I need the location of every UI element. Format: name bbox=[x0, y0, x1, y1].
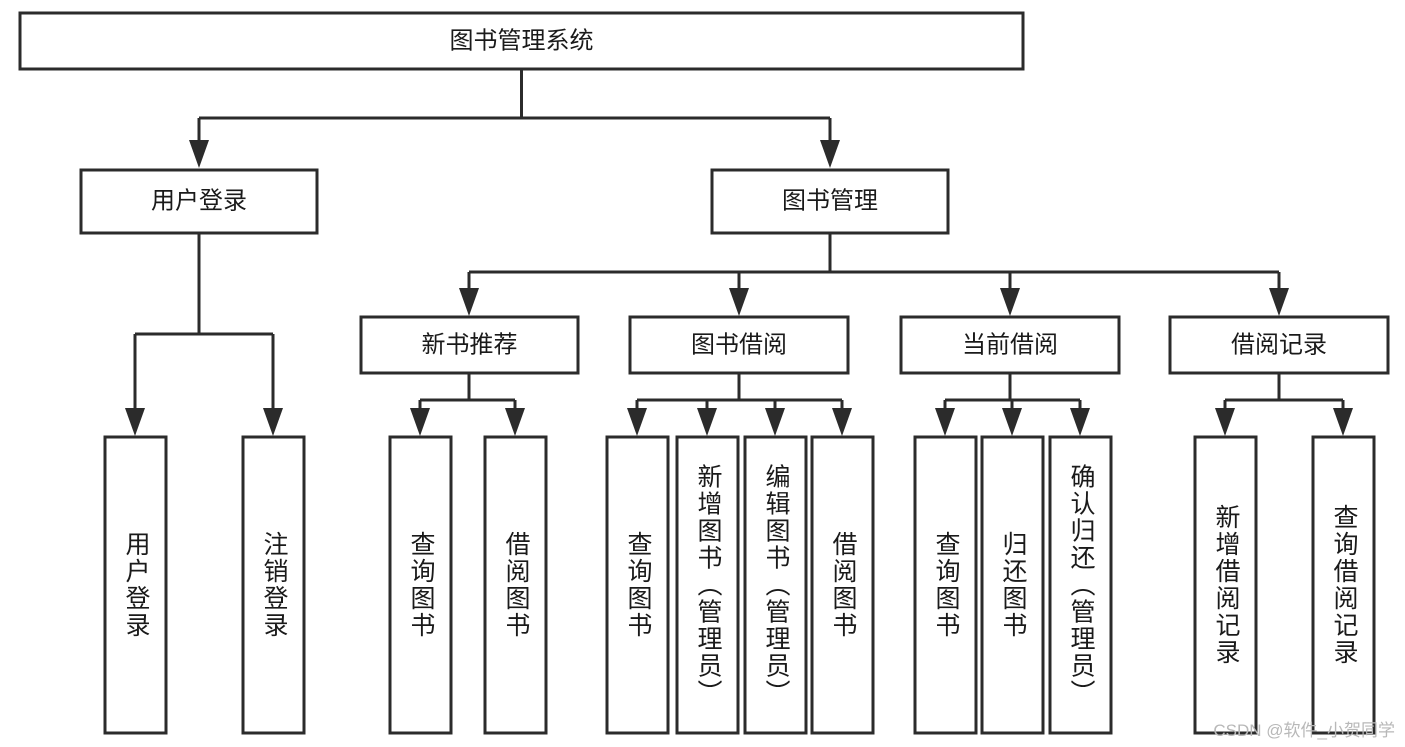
node-current-borrow-box[interactable] bbox=[899, 315, 1121, 375]
node-leaf-query-book-current[interactable]: 查询图书 bbox=[913, 435, 978, 735]
arrow-head-leaf-borrow-book-rec bbox=[505, 408, 525, 436]
node-leaf-confirm-return-admin-label: 确认归还（管理员） bbox=[1067, 464, 1096, 707]
connector-group-book-borrow bbox=[627, 373, 852, 436]
node-borrow-record-label: 借阅记录 bbox=[1231, 331, 1327, 358]
node-borrow-record-box[interactable] bbox=[1168, 315, 1390, 375]
arrow-head-leaf-edit-book-admin bbox=[765, 408, 785, 436]
arrow-head-leaf-query-book-current bbox=[935, 408, 955, 436]
node-leaf-query-book-borrow-box[interactable] bbox=[605, 435, 670, 735]
node-new-book-recommend-label: 新书推荐 bbox=[422, 331, 518, 358]
node-root-label: 图书管理系统 bbox=[450, 27, 594, 54]
node-leaf-borrow-book-rec[interactable]: 借阅图书 bbox=[483, 435, 548, 735]
node-leaf-add-book-admin[interactable]: 新增图书（管理员） bbox=[675, 435, 740, 735]
node-book-management-label: 图书管理 bbox=[782, 187, 878, 214]
node-leaf-logout-login-label: 注销登录 bbox=[260, 531, 289, 639]
node-leaf-return-book[interactable]: 归还图书 bbox=[980, 435, 1045, 735]
node-leaf-borrow-book-rec-label: 借阅图书 bbox=[502, 531, 531, 639]
node-leaf-confirm-return-admin-box[interactable] bbox=[1048, 435, 1113, 735]
arrow-head-book-management bbox=[820, 140, 840, 168]
node-leaf-query-book-rec[interactable]: 查询图书 bbox=[388, 435, 453, 735]
node-root[interactable]: 图书管理系统 bbox=[18, 11, 1025, 71]
node-leaf-logout-login[interactable]: 注销登录 bbox=[241, 435, 306, 735]
node-user-login-box[interactable] bbox=[79, 168, 319, 235]
connector-group-user-login bbox=[125, 233, 283, 436]
node-user-login[interactable]: 用户登录 bbox=[79, 168, 319, 235]
arrow-head-book-borrow bbox=[729, 288, 749, 316]
connector-group-root bbox=[189, 69, 840, 168]
node-leaf-edit-book-admin[interactable]: 编辑图书（管理员） bbox=[743, 435, 808, 735]
node-leaf-add-borrow-record[interactable]: 新增借阅记录 bbox=[1193, 435, 1258, 735]
node-leaf-query-book-borrow-label: 查询图书 bbox=[624, 531, 653, 639]
node-new-book-recommend-box[interactable] bbox=[359, 315, 580, 375]
node-new-book-recommend[interactable]: 新书推荐 bbox=[359, 315, 580, 375]
node-leaf-query-book-rec-box[interactable] bbox=[388, 435, 453, 735]
node-current-borrow[interactable]: 当前借阅 bbox=[899, 315, 1121, 375]
node-leaf-borrow-book-box[interactable] bbox=[810, 435, 875, 735]
node-user-login-label: 用户登录 bbox=[151, 187, 247, 214]
connector-group-new-book-recommend bbox=[410, 373, 525, 436]
node-root-box[interactable] bbox=[18, 11, 1025, 71]
arrow-head-current-borrow bbox=[1000, 288, 1020, 316]
node-book-management[interactable]: 图书管理 bbox=[710, 168, 950, 235]
node-leaf-user-login-label: 用户登录 bbox=[122, 531, 151, 639]
arrow-head-leaf-user-login bbox=[125, 408, 145, 436]
node-leaf-user-login-box[interactable] bbox=[103, 435, 168, 735]
node-leaf-logout-login-box[interactable] bbox=[241, 435, 306, 735]
node-current-borrow-label: 当前借阅 bbox=[962, 331, 1058, 358]
arrow-head-leaf-confirm-return-admin bbox=[1070, 408, 1090, 436]
arrow-head-leaf-query-borrow-record bbox=[1333, 408, 1353, 436]
connector-group-book-management bbox=[459, 233, 1289, 316]
arrow-head-borrow-record bbox=[1269, 288, 1289, 316]
arrow-head-leaf-logout-login bbox=[263, 408, 283, 436]
arrow-head-user-login bbox=[189, 140, 209, 168]
arrow-head-leaf-borrow-book bbox=[832, 408, 852, 436]
arrow-head-leaf-query-book-borrow bbox=[627, 408, 647, 436]
node-leaf-query-borrow-record-label: 查询借阅记录 bbox=[1330, 504, 1359, 666]
node-leaf-query-borrow-record[interactable]: 查询借阅记录 bbox=[1311, 435, 1376, 735]
node-leaf-query-book-current-label: 查询图书 bbox=[932, 531, 961, 639]
connector-group-current-borrow bbox=[935, 373, 1090, 436]
node-borrow-record[interactable]: 借阅记录 bbox=[1168, 315, 1390, 375]
node-leaf-confirm-return-admin[interactable]: 确认归还（管理员） bbox=[1048, 435, 1113, 735]
node-leaf-query-book-rec-label: 查询图书 bbox=[407, 531, 436, 639]
node-leaf-add-borrow-record-label: 新增借阅记录 bbox=[1212, 504, 1241, 666]
node-leaf-borrow-book-rec-box[interactable] bbox=[483, 435, 548, 735]
node-leaf-add-borrow-record-box[interactable] bbox=[1193, 435, 1258, 735]
node-leaf-edit-book-admin-box[interactable] bbox=[743, 435, 808, 735]
node-leaf-return-book-label: 归还图书 bbox=[999, 531, 1028, 639]
arrow-head-new-book-recommend bbox=[459, 288, 479, 316]
node-leaf-query-book-borrow[interactable]: 查询图书 bbox=[605, 435, 670, 735]
node-leaf-add-book-admin-label: 新增图书（管理员） bbox=[694, 464, 723, 707]
node-leaf-query-borrow-record-box[interactable] bbox=[1311, 435, 1376, 735]
node-leaf-borrow-book-label: 借阅图书 bbox=[829, 531, 858, 639]
arrow-head-leaf-add-borrow-record bbox=[1215, 408, 1235, 436]
arrow-head-leaf-return-book bbox=[1002, 408, 1022, 436]
node-leaf-user-login[interactable]: 用户登录 bbox=[103, 435, 168, 735]
arrow-head-leaf-add-book-admin bbox=[697, 408, 717, 436]
node-book-management-box[interactable] bbox=[710, 168, 950, 235]
node-leaf-add-book-admin-box[interactable] bbox=[675, 435, 740, 735]
node-leaf-query-book-current-box[interactable] bbox=[913, 435, 978, 735]
node-leaf-return-book-box[interactable] bbox=[980, 435, 1045, 735]
node-leaf-borrow-book[interactable]: 借阅图书 bbox=[810, 435, 875, 735]
node-book-borrow-label: 图书借阅 bbox=[691, 331, 787, 358]
node-book-borrow[interactable]: 图书借阅 bbox=[628, 315, 850, 375]
connector-group-borrow-record bbox=[1215, 373, 1353, 436]
node-book-borrow-box[interactable] bbox=[628, 315, 850, 375]
arrow-head-leaf-query-book-rec bbox=[410, 408, 430, 436]
node-leaf-edit-book-admin-label: 编辑图书（管理员） bbox=[762, 464, 791, 707]
